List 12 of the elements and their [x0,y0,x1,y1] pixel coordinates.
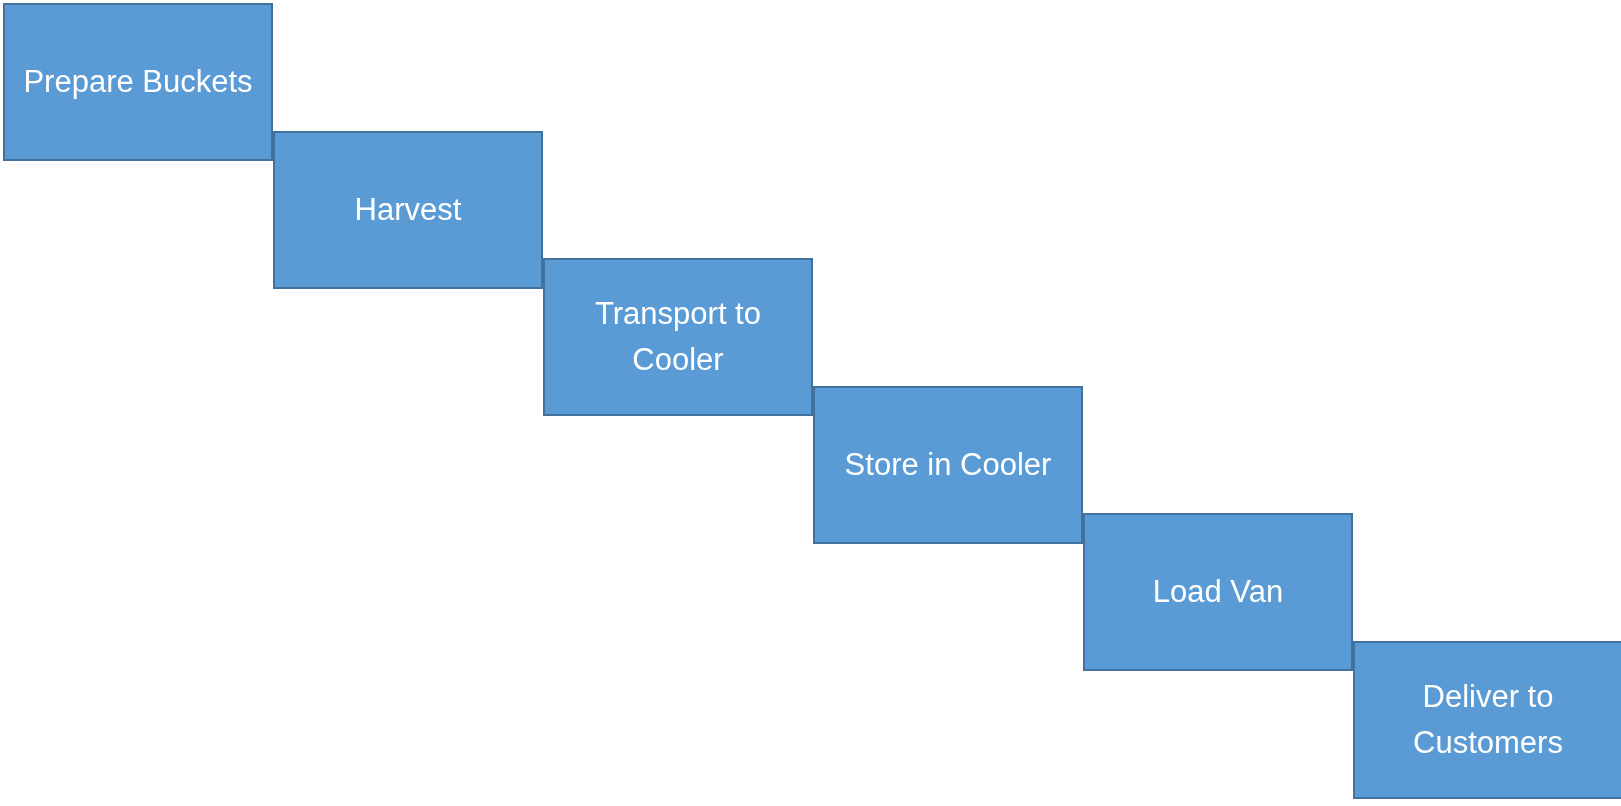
step-label: Deliver to Customers [1412,677,1564,762]
step-label: Load Van [1152,573,1284,611]
process-box [273,130,543,289]
process-box [813,385,1083,544]
process-box [1083,513,1353,671]
process-box [1353,640,1621,799]
process-box [543,258,813,416]
process-box [3,3,273,161]
step-label: Transport to Cooler [594,295,762,379]
step-label: Prepare Buckets [23,63,253,101]
step-label: Harvest [354,190,462,229]
step-label: Store in Cooler [844,445,1052,484]
